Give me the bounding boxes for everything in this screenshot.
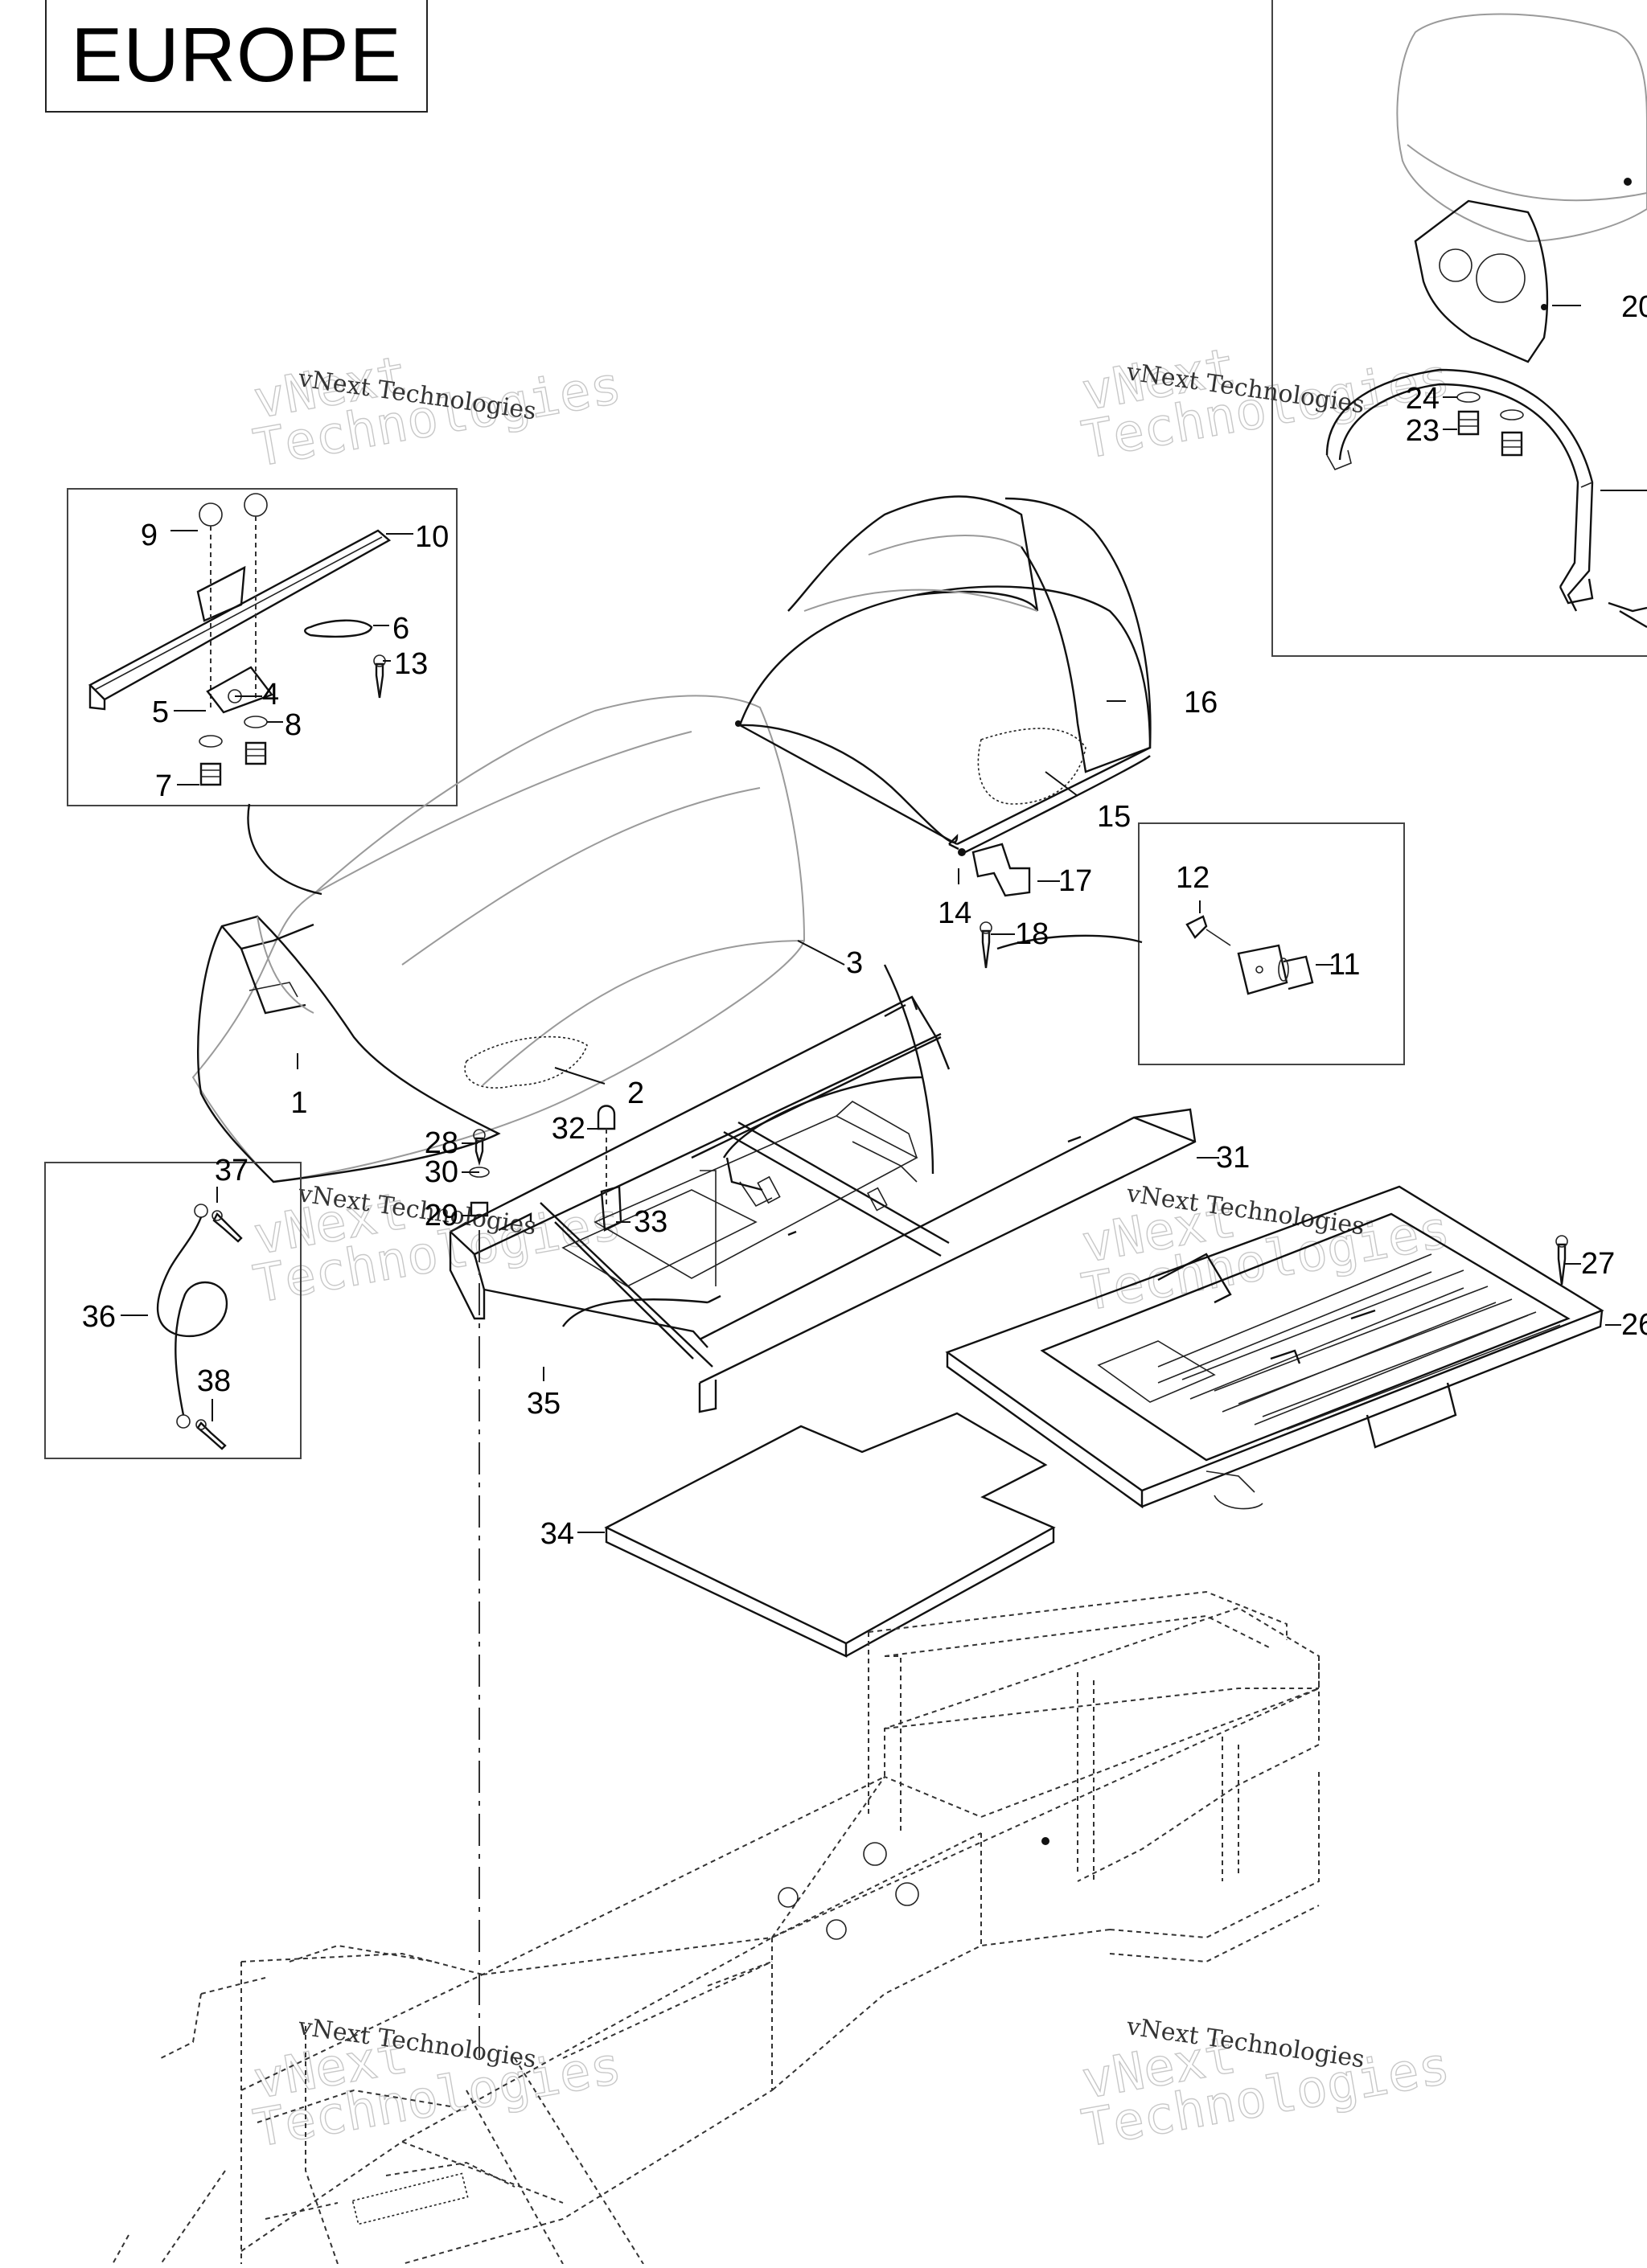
watermark-bottom-right: vNext Technologies vNext Technologies <box>1077 2012 1455 2159</box>
leader-lines <box>121 305 1647 1533</box>
callout-36: 36 <box>82 1300 116 1334</box>
backrest-pad <box>1396 13 1647 243</box>
detail-box-hinge <box>1138 822 1405 1065</box>
callout-15: 15 <box>1097 800 1131 834</box>
passenger-seat-part-16 <box>735 495 1152 856</box>
detail-box-tether <box>44 1162 302 1459</box>
callout-1: 1 <box>290 1086 307 1120</box>
callout-3: 3 <box>846 946 863 980</box>
callout-32: 32 <box>552 1112 585 1146</box>
watermark-top-right: vNext Technologies vNext Technologies <box>1077 337 1455 472</box>
callout-12: 12 <box>1176 861 1210 895</box>
callout-11: 11 <box>1329 948 1360 982</box>
callout-5: 5 <box>152 695 169 729</box>
callout-9: 9 <box>141 519 158 552</box>
chassis-tunnel <box>112 1590 1320 2265</box>
callout-29: 29 <box>425 1199 458 1232</box>
pad-part-34 <box>604 1412 1056 1658</box>
callout-38: 38 <box>197 1364 231 1398</box>
watermark-mid-right: vNext Technologies vNext Technologies <box>1077 1179 1455 1323</box>
rivet-part-38 <box>195 1419 227 1450</box>
nut-part-29 <box>470 1201 489 1217</box>
callout-18: 18 <box>1015 917 1049 951</box>
screw-part-12 <box>1185 915 1231 946</box>
storage-cover-part-26 <box>945 1185 1604 1510</box>
detail-box-backrest <box>1271 0 1647 657</box>
callout-35: 35 <box>527 1387 561 1421</box>
flow-arrow-hinge <box>996 934 1143 950</box>
callout-20: 20 <box>1621 290 1647 324</box>
rivet-part-18 <box>980 921 992 969</box>
bracket-part-17 <box>971 843 1031 897</box>
tether-cable-part-36 <box>156 1204 228 1429</box>
callout-37: 37 <box>215 1154 248 1187</box>
callout-27: 27 <box>1581 1247 1615 1281</box>
callout-34: 34 <box>540 1517 574 1551</box>
callout-6: 6 <box>392 612 409 646</box>
callout-26: 26 <box>1621 1308 1647 1342</box>
region-label: EUROPE <box>45 0 428 113</box>
rivet-part-37 <box>212 1210 243 1243</box>
flow-arrow-frame-right <box>883 964 934 1175</box>
callout-8: 8 <box>285 708 302 742</box>
callout-labels: 9 10 6 13 4 5 8 7 1 2 3 16 15 17 14 18 1… <box>82 290 1647 1551</box>
flow-arrow-latch-to-seat <box>247 803 322 896</box>
callout-16: 16 <box>1184 686 1218 720</box>
flow-arrow-frame <box>722 1076 922 1159</box>
callout-2: 2 <box>627 1077 644 1110</box>
storage-frame-part-31 <box>449 995 1197 1413</box>
callout-17: 17 <box>1058 864 1092 898</box>
callout-33: 33 <box>634 1205 667 1239</box>
callout-4: 4 <box>262 678 279 712</box>
backrest-tube <box>1325 368 1647 629</box>
washer-part-24 <box>1456 392 1524 420</box>
detail-box-seat-latch <box>67 488 458 806</box>
bolt-part-7 <box>199 741 267 786</box>
seat-cable-part-6 <box>304 619 373 638</box>
seat-latch-bracket <box>88 493 392 714</box>
hinge-part-11 <box>1237 944 1314 995</box>
callout-31: 31 <box>1216 1141 1250 1175</box>
callout-30: 30 <box>425 1155 458 1189</box>
flow-arrow-part-35 <box>562 1298 708 1327</box>
cap-part-32 <box>597 1105 616 1206</box>
rivet-part-28 <box>473 1129 486 1167</box>
callout-7: 7 <box>155 769 172 803</box>
callout-13: 13 <box>394 647 428 681</box>
rivet-part-27 <box>1555 1235 1568 1286</box>
watermark-bottom-left: vNext Technologies vNext Technologies <box>248 2012 626 2159</box>
callout-24: 24 <box>1406 382 1440 416</box>
callout-23: 23 <box>1406 414 1440 448</box>
seat-part-3 <box>191 695 806 1183</box>
callout-28: 28 <box>425 1126 458 1160</box>
callout-14: 14 <box>938 896 971 930</box>
backrest-bracket-part-20 <box>1414 199 1549 363</box>
callout-10: 10 <box>415 520 449 554</box>
watermark-top-left: vNext Technologies vNext Technologies <box>248 345 626 480</box>
bolt-part-23 <box>1457 410 1523 457</box>
